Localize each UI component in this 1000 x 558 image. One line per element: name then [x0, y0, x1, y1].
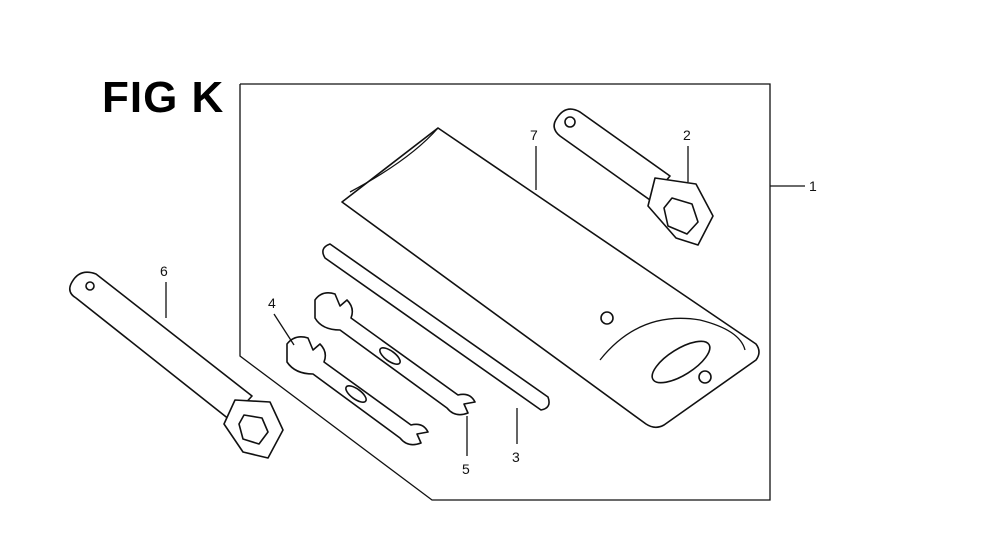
callout-5: 5 — [462, 461, 470, 477]
callout-3: 3 — [512, 449, 520, 465]
wrench-4 — [286, 336, 429, 446]
handle-bar — [322, 243, 550, 411]
tool-bag — [341, 127, 760, 429]
wrench-5 — [314, 292, 476, 416]
callout-4: 4 — [268, 295, 276, 311]
figure-title: FIG K — [102, 73, 225, 122]
plug-wrench — [553, 108, 714, 246]
leader-4 — [273, 313, 295, 346]
box-wrench — [68, 271, 284, 459]
callout-7: 7 — [530, 127, 538, 143]
callout-2: 2 — [683, 127, 691, 143]
callout-6: 6 — [160, 263, 168, 279]
assembly-outline — [239, 83, 771, 501]
callout-1: 1 — [809, 178, 817, 194]
